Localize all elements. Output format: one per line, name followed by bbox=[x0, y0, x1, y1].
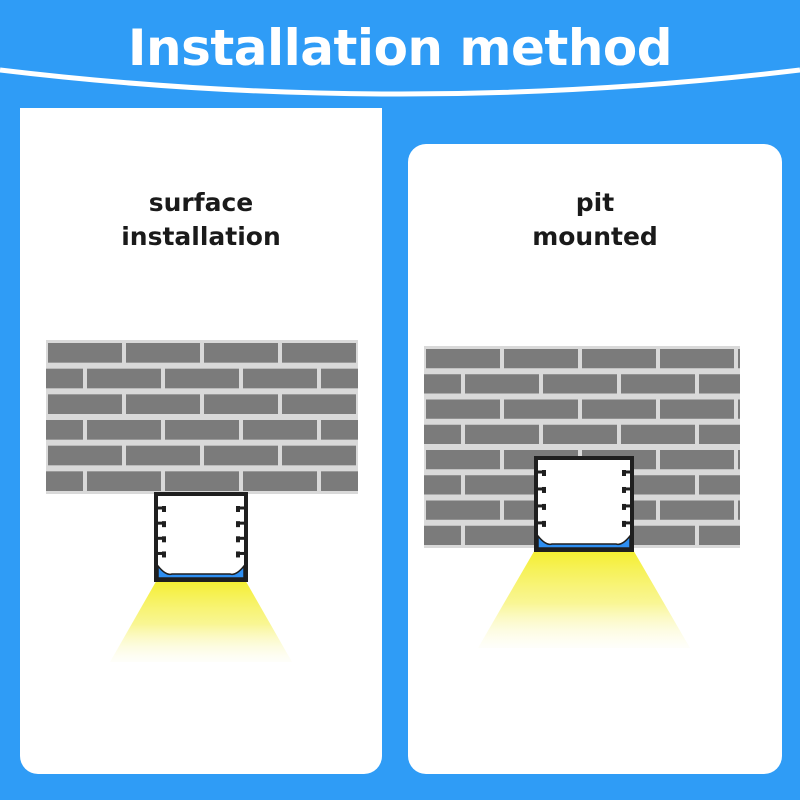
brick bbox=[426, 500, 500, 520]
brick bbox=[87, 471, 161, 491]
brick bbox=[582, 349, 656, 369]
brick bbox=[504, 399, 578, 419]
brick bbox=[48, 394, 122, 414]
brick bbox=[621, 424, 695, 444]
brick bbox=[46, 368, 83, 389]
brick bbox=[321, 471, 358, 491]
brick bbox=[621, 374, 695, 394]
brick bbox=[660, 399, 734, 419]
brick bbox=[504, 349, 578, 369]
brick bbox=[738, 399, 740, 419]
brick bbox=[426, 450, 500, 470]
brick bbox=[321, 420, 358, 440]
brick bbox=[699, 475, 740, 495]
brick bbox=[321, 368, 358, 389]
brick bbox=[48, 445, 122, 466]
brick bbox=[582, 399, 656, 419]
header-band bbox=[0, 0, 800, 97]
brick bbox=[426, 399, 500, 419]
right-led-profile-icon bbox=[534, 456, 634, 552]
brick bbox=[282, 394, 356, 414]
brick bbox=[87, 368, 161, 389]
brick bbox=[621, 525, 695, 545]
brick bbox=[660, 349, 734, 369]
right-light-beam-icon bbox=[478, 548, 690, 648]
brick bbox=[465, 374, 539, 394]
brick bbox=[465, 475, 539, 495]
brick bbox=[699, 424, 740, 444]
brick bbox=[465, 424, 539, 444]
brick bbox=[465, 525, 539, 545]
brick bbox=[243, 368, 317, 389]
brick bbox=[282, 343, 356, 363]
brick bbox=[282, 445, 356, 466]
label-line-2: installation bbox=[121, 222, 281, 251]
pit-mounted-label: pit mounted bbox=[408, 186, 782, 254]
brick bbox=[243, 420, 317, 440]
brick bbox=[738, 450, 740, 470]
brick bbox=[699, 374, 740, 394]
brick bbox=[424, 525, 461, 545]
brick bbox=[738, 349, 740, 369]
brick bbox=[424, 424, 461, 444]
page-title: Installation method bbox=[127, 19, 673, 77]
label-line-1: pit bbox=[575, 188, 615, 217]
label-line-2: mounted bbox=[532, 222, 658, 251]
brick bbox=[424, 374, 461, 394]
brick bbox=[204, 343, 278, 363]
brick bbox=[46, 420, 83, 440]
brick bbox=[126, 343, 200, 363]
brick bbox=[87, 420, 161, 440]
brick bbox=[699, 525, 740, 545]
brick bbox=[126, 445, 200, 466]
brick bbox=[165, 368, 239, 389]
label-line-1: surface bbox=[148, 188, 254, 217]
brick bbox=[204, 445, 278, 466]
brick bbox=[660, 500, 734, 520]
brick bbox=[426, 349, 500, 369]
brick bbox=[621, 475, 695, 495]
brick bbox=[48, 343, 122, 363]
brick bbox=[243, 471, 317, 491]
brick bbox=[165, 420, 239, 440]
right-wall bbox=[424, 346, 740, 548]
left-light-beam-icon bbox=[110, 578, 292, 662]
brick bbox=[165, 471, 239, 491]
surface-installation-label: surface installation bbox=[20, 186, 382, 254]
brick bbox=[543, 424, 617, 444]
brick bbox=[660, 450, 734, 470]
brick bbox=[204, 394, 278, 414]
left-led-profile-icon bbox=[154, 492, 248, 582]
brick bbox=[126, 394, 200, 414]
brick bbox=[46, 471, 83, 491]
brick bbox=[543, 374, 617, 394]
brick bbox=[424, 475, 461, 495]
brick bbox=[738, 500, 740, 520]
left-wall bbox=[46, 340, 358, 494]
